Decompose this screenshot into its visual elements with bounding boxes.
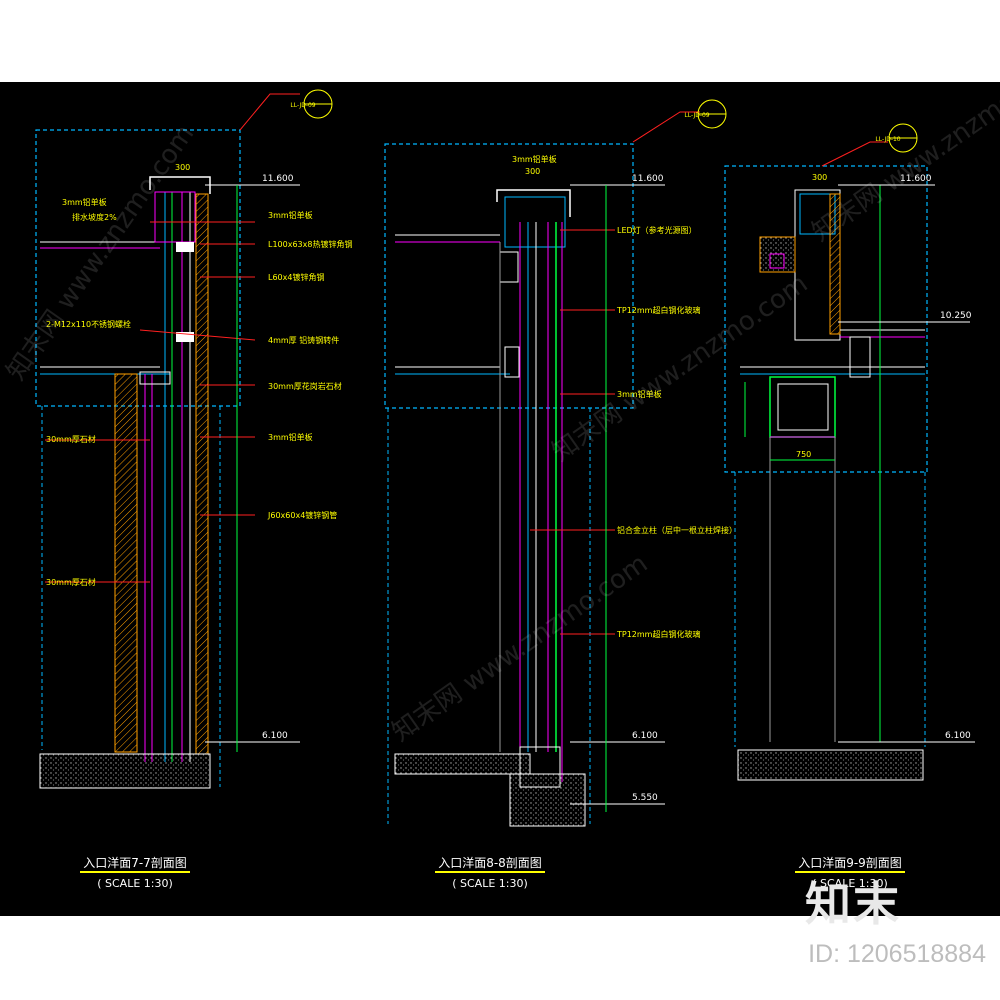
section-scale-7: ( SCALE 1:30)	[97, 877, 173, 890]
ground	[39, 753, 211, 789]
id-label: ID: 1206518884	[808, 940, 986, 968]
note-7-4: L60x4镀锌角钢	[268, 272, 324, 282]
note-7-0: 3mm铝单板	[62, 197, 107, 207]
section-8-8	[384, 99, 727, 827]
brand-logo: 知末	[805, 877, 901, 931]
section-title-9: 入口洋面9-9剖面图	[798, 856, 902, 870]
section-title-7: 入口洋面7-7剖面图	[83, 856, 187, 870]
title-underline	[435, 871, 545, 873]
level-9-top: 11.600	[900, 174, 932, 184]
level-9-bottom: 6.100	[945, 731, 971, 741]
note-7-1: 排水坡度2%	[72, 212, 117, 222]
cad-section-drawing: LL-JD-09 LL-JD-09 LL-JD-10 300 300 300 7…	[1, 82, 1000, 827]
detail-ref-7: LL-JD-09	[290, 102, 315, 109]
level-9-mid: 10.250	[940, 311, 972, 321]
stone-cladding	[114, 373, 138, 753]
note-8-3: 3mm铝单板	[617, 389, 662, 399]
detail-boundary	[724, 165, 928, 473]
section-7-7	[35, 89, 333, 789]
note-7-9: 30mm厚石材	[46, 434, 96, 444]
note-7-3: L100x63x8热镀锌角钢	[268, 239, 352, 249]
note-7-7: 30mm厚花岗岩石材	[268, 381, 342, 391]
level-8-bottom: 5.550	[632, 793, 658, 803]
section-scale-8: ( SCALE 1:30)	[452, 877, 528, 890]
section-scale-9: ( SCALE 1:30)	[812, 877, 888, 890]
note-7-5: 2-M12x110不锈钢螺栓	[46, 319, 131, 329]
level-8-mid: 6.100	[632, 731, 658, 741]
stone-cladding	[195, 193, 209, 755]
dim-bottom-9: 750	[796, 450, 811, 459]
connector	[176, 242, 194, 252]
note-8-4: 铝合金立柱（层中一根立柱焊接）	[617, 525, 737, 535]
drawing-canvas: LL-JD-09 LL-JD-09 LL-JD-10 300 300 300 7…	[0, 82, 1000, 916]
note-8-1: LED灯（参考光源图）	[617, 225, 697, 235]
dim-top-9: 300	[812, 173, 827, 182]
section-9-9	[724, 123, 975, 781]
title-underline	[795, 871, 905, 873]
level-8-top: 11.600	[632, 174, 664, 184]
annotations: LL-JD-09 LL-JD-09 LL-JD-10 300 300 300 7…	[46, 102, 901, 639]
detail-boundary	[384, 143, 634, 409]
bracket	[154, 191, 196, 243]
note-8-5: TP12mm超白钢化玻璃	[616, 629, 700, 639]
level-7-bottom: 6.100	[262, 731, 288, 741]
note-7-6: 4mm厚 铝铸钢转件	[268, 335, 339, 345]
note-7-8: 3mm铝单板	[268, 432, 313, 442]
note-7-11: 30mm厚石材	[46, 577, 96, 587]
connector	[139, 371, 171, 385]
title-underline	[80, 871, 190, 873]
note-8-0: 3mm铝单板	[512, 154, 557, 164]
section-title-8: 入口洋面8-8剖面图	[438, 856, 542, 870]
watermark-text: 知末网 www.znzmo.com	[807, 82, 1000, 248]
detail-ref-9: LL-JD-10	[875, 136, 900, 143]
note-8-2: TP12mm超白钢化玻璃	[616, 305, 700, 315]
note-7-10: J60x60x4镀锌钢管	[267, 510, 337, 520]
detail-boundary	[35, 129, 241, 407]
note-7-2: 3mm铝单板	[268, 210, 313, 220]
level-labels: 11.600 6.100 11.600 6.100 5.550 11.600 1…	[262, 174, 972, 803]
connector	[176, 332, 194, 342]
watermark-text: 知末网 www.znzmo.com	[1, 120, 200, 386]
level-7-top: 11.600	[262, 174, 294, 184]
detail-ref-8: LL-JD-09	[684, 112, 709, 119]
watermark-text: 知末网 www.znzmo.com	[547, 269, 813, 468]
watermark-layer: 知末网 www.znzmo.com 知末网 www.znzmo.com 知末网 …	[1, 82, 1000, 748]
dim-top-8: 300	[525, 167, 540, 176]
dim-top-7: 300	[175, 163, 190, 172]
